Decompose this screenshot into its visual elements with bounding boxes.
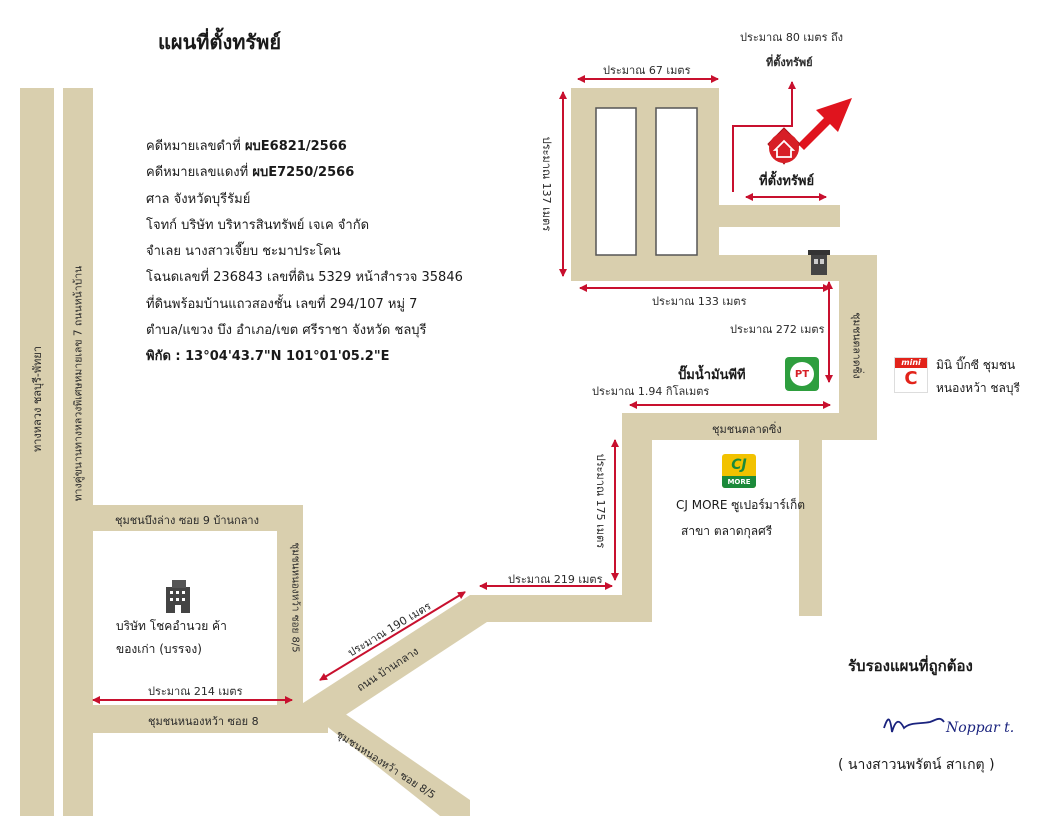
road-nong-hwa-soi-8-5-vertical — [277, 505, 303, 733]
building-icon — [166, 580, 190, 613]
distance-219m: ประมาณ 219 เมตร — [508, 573, 603, 586]
road-label-highway-7: ทางคู่ขนานทางหลวงพิเศษหมายเลข 7 ถนนหน้าบ… — [72, 265, 85, 502]
company-label-line2: ของเก่า (บรรจง) — [116, 642, 202, 656]
certify-title: รับรองแผนที่ถูกต้อง — [848, 657, 973, 675]
cj-more-logo: CJ MORE — [722, 454, 756, 488]
highway-chonburi-pattaya — [20, 88, 54, 816]
distance-80m-line1: ประมาณ 80 เมตร ถึง — [740, 31, 844, 44]
distance-80m-line2: ที่ตั้งทรัพย์ — [766, 56, 813, 69]
property-house-icon — [767, 127, 801, 165]
road-talad-ching-vertical — [839, 255, 877, 415]
property-soi-road — [719, 205, 840, 227]
road-label-nong-hwa-soi-8: ชุมชนหนองหว้า ซอย 8 — [148, 715, 259, 728]
mini-bigc-label-line2: หนองหว้า ชลบุรี — [936, 381, 1020, 395]
highway-7-frontage-road — [63, 88, 93, 816]
property-area-top-road — [571, 88, 719, 108]
dim-190m — [319, 591, 466, 681]
distance-1-94km: ประมาณ 1.94 กิโลเมตร — [592, 385, 710, 398]
distance-272m: ประมาณ 272 เมตร — [730, 323, 825, 336]
coordinates: พิกัด : 13°04'43.7"N 101°01'05.2"E — [146, 349, 390, 365]
pointer-arrow-icon — [798, 98, 852, 150]
road-right-branch — [799, 440, 822, 616]
road-connector-horizontal — [470, 595, 652, 622]
road-connector-vertical — [622, 413, 652, 620]
road-label-highway-chonburi-pattaya: ทางหลวง ชลบุรี-พัทยา — [31, 345, 44, 453]
property-label: ที่ตั้งทรัพย์ — [759, 174, 815, 189]
road-label-talad-ching-vertical: ชุมชนตลาดซิ่ง — [850, 312, 863, 379]
page-title: แผนที่ตั้งทรัพย์ — [158, 30, 282, 54]
road-label-nong-hwa-soi-8-5-vertical: ชุมชนหนองหว้า ซอย 8/5 — [289, 542, 301, 653]
case-black-number: คดีหมายเลขดำที่ ผบE6821/2566 — [146, 139, 347, 154]
mini-bigc-label-line1: มินิ บิ๊กซี ชุมชน — [936, 358, 1016, 372]
property-area-bottom-road — [571, 255, 846, 281]
distance-133m: ประมาณ 133 เมตร — [652, 295, 747, 308]
plaintiff: โจทก์ บริษัท บริหารสินทรัพย์ เจเค จำกัด — [146, 217, 370, 233]
distance-137m: ประมาณ 137 เมตร — [540, 136, 553, 232]
property-address: ตำบล/แขวง บึง อำเภอ/เขต ศรีราชา จังหวัด … — [146, 323, 427, 339]
deed-info: โฉนดเลขที่ 236843 เลขที่ดิน 5329 หน้าสำร… — [146, 270, 463, 286]
signature-stroke — [883, 717, 945, 733]
pt-station-label: ปั๊มน้ำมันพีที — [678, 368, 746, 383]
property-area-left-road — [571, 88, 596, 280]
distance-67m: ประมาณ 67 เมตร — [603, 64, 691, 77]
road-bueng-lang-soi-9 — [93, 505, 298, 531]
case-info-block: คดีหมายเลขดำที่ ผบE6821/2566 คดีหมายเลขแ… — [146, 134, 463, 371]
cj-more-label-line2: สาขา ตลาดกุลศรี — [681, 524, 773, 538]
defendant: จำเลย นางสาวเจี๊ยบ ชะมาประโคน — [146, 244, 341, 260]
dim-80m — [732, 81, 796, 192]
road-talad-ching-horizontal — [622, 413, 877, 440]
road-label-bueng-lang: ชุมชนบึงล่าง ซอย 9 บ้านกลาง — [115, 514, 259, 527]
pt-station-logo: PT — [785, 357, 819, 391]
pt-logo-text: PT — [794, 368, 810, 380]
mini-bigc-logo: mini C — [894, 357, 928, 393]
mini-logo-text: mini — [895, 358, 927, 368]
signature-text: Noppar t. — [946, 720, 1015, 736]
cj-logo-text: CJ — [731, 457, 747, 473]
cj-more-label-line1: CJ MORE ซูเปอร์มาร์เก็ต — [676, 498, 806, 512]
distance-214m: ประมาณ 214 เมตร — [148, 685, 243, 698]
cj-more-text: MORE — [722, 476, 756, 488]
case-red-number: คดีหมายเลขแดงที่ ผบE7250/2566 — [146, 165, 355, 181]
company-label-line1: บริษัท โชคอำนวย ค้า — [116, 619, 227, 633]
road-nong-hwa-soi-8-5-diagonal — [300, 700, 470, 816]
mini-logo-c: C — [904, 368, 918, 389]
road-label-talad-ching-horizontal: ชุมชนตลาดซิ่ง — [712, 423, 782, 436]
property-area-middle-road — [636, 102, 656, 278]
gatehouse-icon — [808, 250, 830, 275]
certify-name: ( นางสาวนพรัตน์ สาเกตุ ) — [838, 757, 995, 773]
court-name: ศาล จังหวัดบุรีรัมย์ — [146, 191, 251, 207]
land-description: ที่ดินพร้อมบ้านแถวสองชั้น เลขที่ 294/107… — [146, 296, 418, 312]
distance-175m: ประมาณ 175 เมตร — [594, 453, 607, 549]
property-area-right-road — [697, 88, 719, 278]
